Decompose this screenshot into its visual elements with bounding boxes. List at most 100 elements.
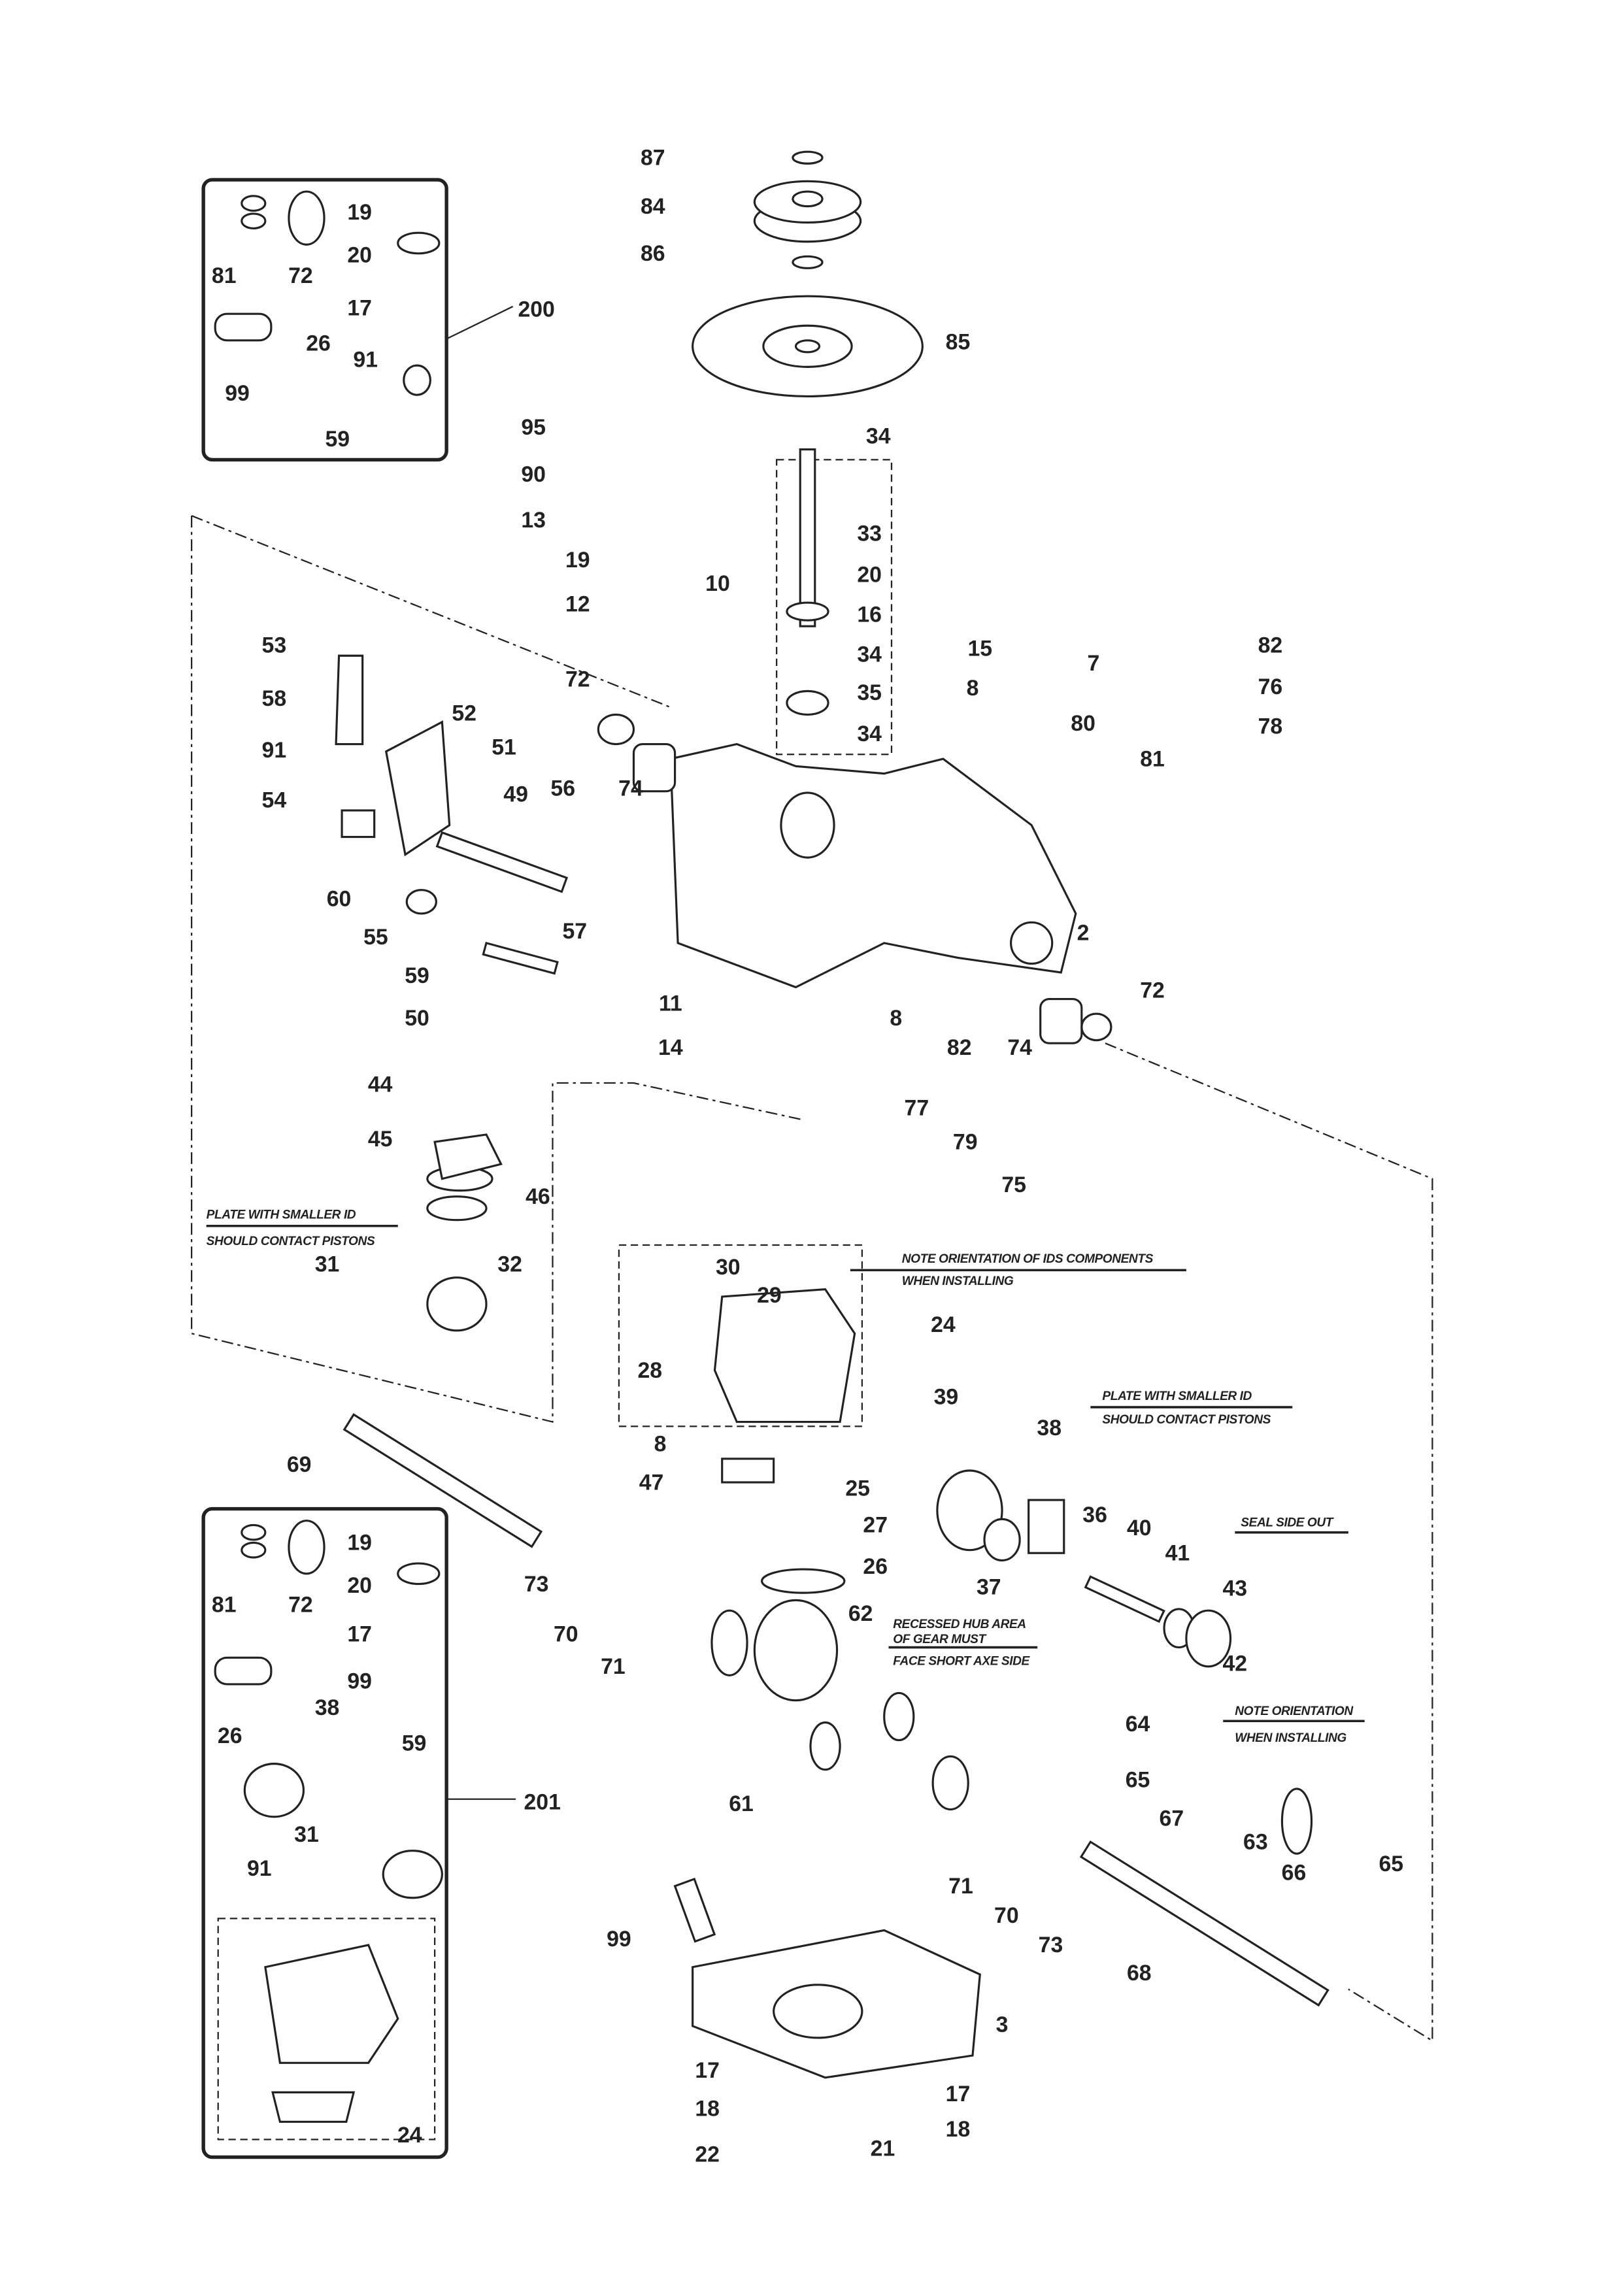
- part-callout-67: 67: [1160, 1806, 1184, 1831]
- part-callout-32: 32: [497, 1252, 522, 1277]
- part-callout-44: 44: [368, 1073, 393, 1097]
- part-callout-30: 30: [716, 1255, 741, 1280]
- part-callout-3: 3: [996, 2012, 1009, 2037]
- kit-200-callout-17: 17: [347, 295, 372, 320]
- part-callout-31: 31: [315, 1252, 340, 1277]
- part-callout-8: 8: [890, 1006, 902, 1031]
- part-callout-79: 79: [953, 1130, 978, 1155]
- part-callout-74: 74: [618, 776, 643, 801]
- part-callout-43: 43: [1222, 1576, 1247, 1601]
- part-callout-7: 7: [1087, 651, 1099, 676]
- center-section: [426, 1133, 856, 1423]
- note-text: FACE SHORT AXE SIDE: [893, 1655, 1030, 1669]
- part-callout-71: 71: [948, 1874, 973, 1899]
- part-callout-80: 80: [1071, 711, 1095, 736]
- kit-200-callout-91: 91: [353, 347, 378, 372]
- part-callout-28: 28: [637, 1358, 662, 1383]
- part-callout-54: 54: [262, 788, 287, 812]
- part-callout-69: 69: [287, 1452, 312, 1477]
- part-callout-13: 13: [521, 508, 546, 533]
- kit-200-callout-72: 72: [288, 263, 313, 288]
- kit-parts: [214, 190, 443, 2123]
- part-callout-35: 35: [857, 680, 882, 705]
- part-callout-65: 65: [1126, 1768, 1150, 1793]
- part-callout-46: 46: [526, 1184, 550, 1209]
- part-callout-53: 53: [262, 633, 287, 658]
- part-callout-22: 22: [695, 2142, 720, 2167]
- part-callout-77: 77: [905, 1096, 929, 1121]
- note-text: NOTE ORIENTATION OF IDS COMPONENTS: [902, 1252, 1154, 1266]
- note-text: SHOULD CONTACT PISTONS: [1102, 1413, 1271, 1427]
- part-callout-62: 62: [848, 1601, 873, 1626]
- part-callout-50: 50: [405, 1006, 429, 1031]
- kit-200-callout-20: 20: [347, 242, 372, 267]
- kit-201-callout-24: 24: [397, 2123, 422, 2148]
- part-callout-41: 41: [1165, 1541, 1190, 1566]
- part-callout-63: 63: [1243, 1829, 1268, 1854]
- part-callout-12: 12: [565, 592, 590, 617]
- part-callout-16: 16: [857, 602, 882, 627]
- part-callout-33: 33: [857, 521, 882, 546]
- part-callout-29: 29: [757, 1283, 782, 1308]
- pulley: [753, 150, 862, 269]
- part-callout-90: 90: [521, 462, 546, 487]
- part-callout-45: 45: [368, 1127, 393, 1152]
- part-callout-2: 2: [1077, 920, 1090, 945]
- kit-200-callout-19: 19: [347, 200, 372, 225]
- part-callout-21: 21: [871, 2136, 895, 2161]
- kit-200-callout-59: 59: [326, 427, 350, 452]
- note-text: SHOULD CONTACT PISTONS: [207, 1235, 375, 1248]
- kit-200-callout-81: 81: [212, 263, 237, 288]
- part-callout-18: 18: [695, 2096, 720, 2121]
- motor-cylinder: [936, 1469, 1232, 1668]
- part-callout-72: 72: [1140, 978, 1165, 1003]
- control-arm-parts: [335, 654, 569, 975]
- part-callout-34: 34: [866, 424, 891, 449]
- part-callout-47: 47: [639, 1470, 664, 1495]
- kit-200-callout-99: 99: [225, 381, 250, 406]
- part-callout-14: 14: [658, 1035, 683, 1060]
- kit-201-callout-17: 17: [347, 1622, 372, 1647]
- part-callout-60: 60: [327, 887, 352, 912]
- part-callout-73: 73: [524, 1572, 549, 1597]
- part-callout-38: 38: [1037, 1416, 1061, 1440]
- input-shaft: [786, 448, 829, 716]
- installation-note-2: NOTE ORIENTATION OF IDS COMPONENTS WHEN I…: [850, 1252, 1186, 1288]
- upper-housing: [597, 713, 1112, 1044]
- note-text: OF GEAR MUST: [893, 1633, 987, 1646]
- kit-200-callout-26: 26: [306, 331, 331, 356]
- part-callout-76: 76: [1258, 674, 1283, 699]
- part-callout-70: 70: [554, 1622, 578, 1647]
- part-callout-49: 49: [503, 782, 528, 807]
- part-callout-64: 64: [1126, 1712, 1150, 1737]
- kit-201-callout-59: 59: [402, 1731, 427, 1755]
- kit-200-box: [201, 178, 448, 462]
- part-callout-36: 36: [1082, 1503, 1107, 1527]
- part-callout-24: 24: [931, 1312, 956, 1337]
- part-callout-86: 86: [641, 241, 665, 266]
- part-callout-84: 84: [641, 194, 665, 219]
- part-callout-65: 65: [1379, 1852, 1403, 1876]
- part-callout-58: 58: [262, 686, 287, 711]
- kit-201-box: [201, 1506, 448, 2159]
- kit-201-callout-19: 19: [347, 1531, 372, 1556]
- kit-201-label: 201: [524, 1790, 560, 1815]
- input-shaft-subassembly-box: [776, 459, 893, 756]
- part-callout-75: 75: [1001, 1173, 1026, 1197]
- note-text: SEAL SIDE OUT: [1241, 1516, 1334, 1530]
- part-callout-17: 17: [946, 2082, 971, 2106]
- part-callout-26: 26: [863, 1554, 888, 1579]
- note-text: RECESSED HUB AREA: [893, 1618, 1026, 1631]
- part-callout-10: 10: [705, 571, 730, 596]
- kit-201-callout-31: 31: [294, 1822, 319, 1847]
- part-callout-59: 59: [405, 963, 429, 988]
- cooling-fan: [692, 295, 924, 398]
- note-text: WHEN INSTALLING: [902, 1274, 1014, 1288]
- kit-201-callout-99: 99: [347, 1669, 372, 1694]
- part-callout-18: 18: [946, 2117, 971, 2142]
- part-callout-66: 66: [1282, 1861, 1307, 1886]
- note-text: NOTE ORIENTATION: [1235, 1705, 1354, 1718]
